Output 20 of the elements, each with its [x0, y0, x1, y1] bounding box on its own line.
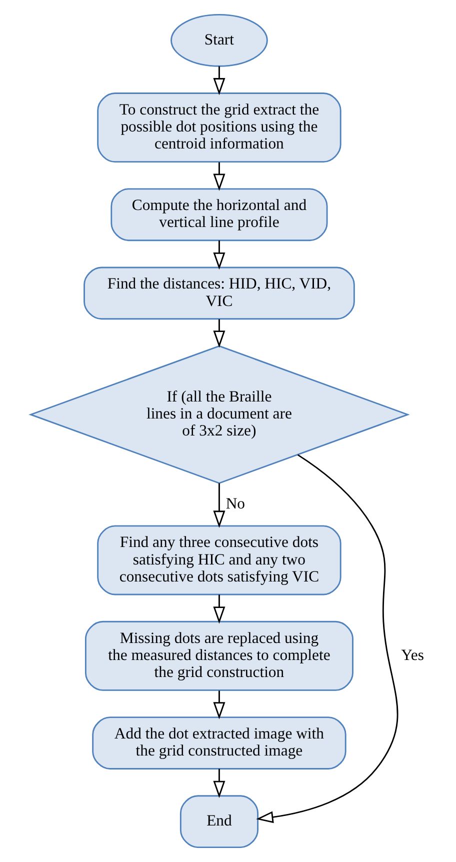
node-box: Compute the horizontal and vertical line profile [110, 188, 328, 242]
node-box: Add the dot extracted image with the grid constructed image [92, 716, 346, 770]
arrow [212, 768, 225, 798]
node-box: Find any three consecutive dots satisfying HIC and any two consecutive dots satisfying VIC [96, 525, 341, 596]
arrow [256, 454, 398, 824]
edge-label: No [225, 496, 245, 513]
node-box: Missing dots are replaced using the measured distances to complete the grid construction [84, 620, 353, 691]
node-box: To construct the grid extract the possible dot positions using the centroid information [96, 92, 341, 163]
arrow [212, 483, 225, 528]
arrow [212, 594, 225, 624]
edge-label: Yes [400, 646, 424, 664]
arrow [212, 66, 225, 96]
arrow [212, 240, 225, 270]
arrow [212, 319, 225, 348]
node-diamond: If (all the Braille lines in a document are of 3x2 size) [28, 345, 410, 484]
node-box: End [179, 795, 258, 848]
node-box: Find the distances: HID, HIC, VID, VIC [83, 266, 354, 320]
arrow [212, 162, 225, 191]
node-ellipse: Start [170, 14, 268, 67]
arrow [212, 690, 225, 720]
